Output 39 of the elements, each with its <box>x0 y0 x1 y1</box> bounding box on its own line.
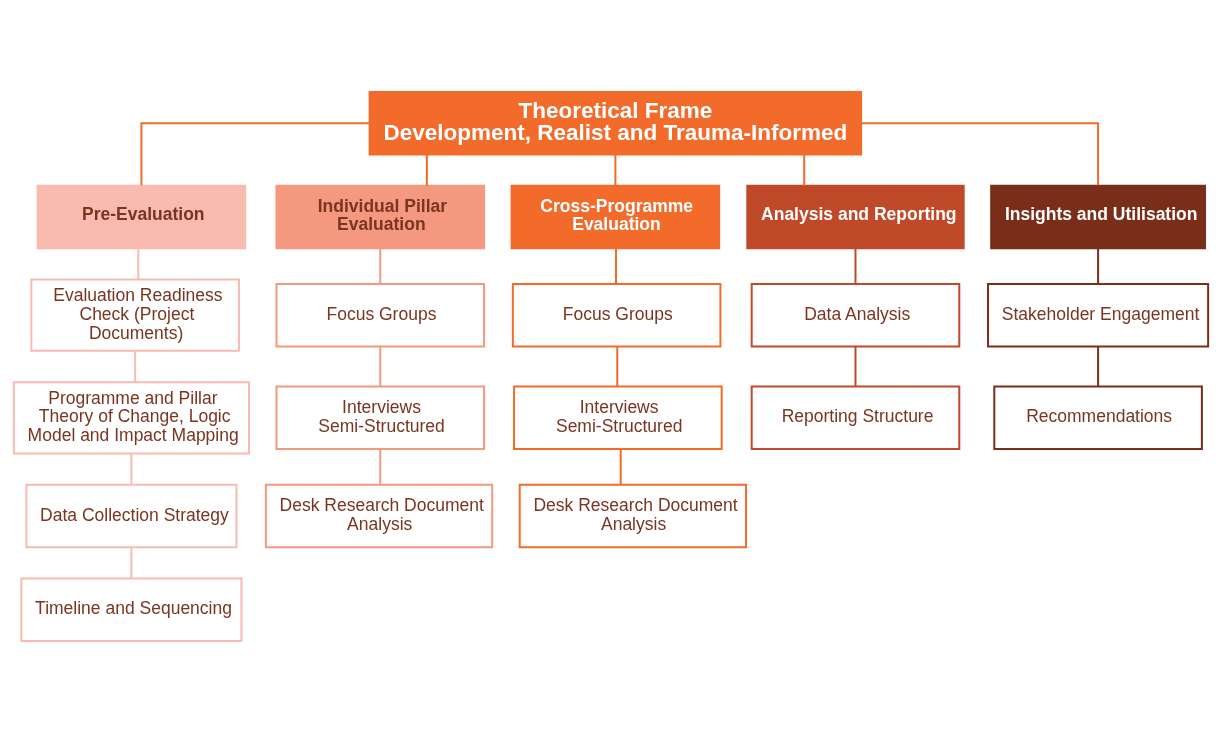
connector <box>854 247 857 285</box>
connector <box>619 448 622 486</box>
node-box: Focus Groups <box>275 282 486 348</box>
node-box: Analysis and Reporting <box>746 184 965 250</box>
connector <box>615 247 617 285</box>
node-box: Data Analysis <box>750 282 961 348</box>
connector <box>130 546 133 580</box>
node-box: Insights and Utilisation <box>990 184 1206 250</box>
node-box: Pre-Evaluation <box>36 184 247 250</box>
connector <box>134 350 137 384</box>
connector <box>425 154 428 187</box>
node-box: Reporting Structure <box>750 385 961 451</box>
node-box: Cross-Programme Evaluation <box>510 184 721 250</box>
node-box: Data Collection Strategy <box>25 483 238 549</box>
node-box: Desk Research Document Analysis <box>264 483 494 549</box>
node-box: Desk Research Document Analysis <box>518 483 748 549</box>
node-box: Interviews Semi-Structured <box>275 385 486 451</box>
node-box: Interviews Semi-Structured <box>513 385 723 451</box>
node-box: Stakeholder Engagement <box>987 282 1210 348</box>
node-box: Timeline and Sequencing <box>20 577 243 642</box>
connector <box>1097 247 1100 285</box>
connector <box>803 154 806 187</box>
node-box: Programme and Pillar Theory of Change, Logic Model and Impact Mapping <box>12 381 250 455</box>
connector <box>616 345 619 388</box>
node-box: Recommendations <box>993 385 1203 451</box>
connector <box>379 345 382 388</box>
node-box: Individual Pillar Evaluation <box>275 184 486 250</box>
connector <box>614 154 617 187</box>
connector <box>137 247 140 281</box>
node-box: Theoretical Frame Development, Realist and Trauma-Informed <box>368 91 863 156</box>
connector <box>854 345 857 388</box>
connector <box>140 122 371 187</box>
connector <box>1097 345 1100 388</box>
connector <box>379 448 382 486</box>
connector <box>379 247 382 285</box>
connector <box>130 452 133 486</box>
connector <box>860 122 1100 187</box>
node-box: Focus Groups <box>511 282 722 348</box>
node-box: Evaluation Readiness Check (Project Documents) <box>30 278 240 352</box>
